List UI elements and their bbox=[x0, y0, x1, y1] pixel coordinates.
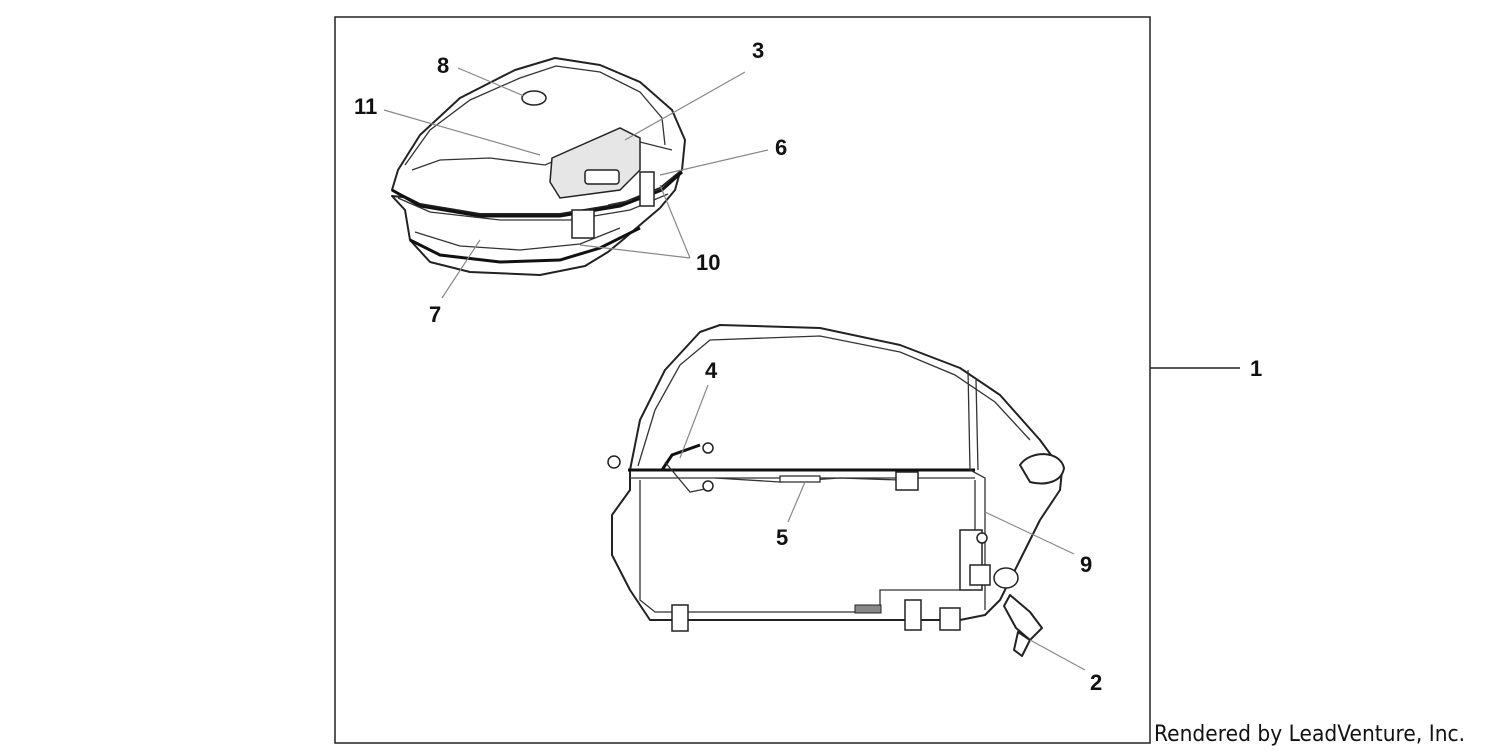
callout-8: 8 bbox=[437, 53, 449, 78]
top-case-exterior bbox=[391, 57, 686, 276]
callout-2: 2 bbox=[1090, 670, 1102, 695]
top-case-cutaway bbox=[607, 324, 1065, 657]
callout-labels: 1 2 3 4 5 6 7 8 9 10 11 bbox=[354, 38, 1262, 695]
callout-3: 3 bbox=[752, 38, 764, 63]
callout-6: 6 bbox=[775, 135, 787, 160]
callout-1: 1 bbox=[1250, 356, 1262, 381]
callout-9: 9 bbox=[1080, 552, 1092, 577]
diagram-frame bbox=[334, 16, 1151, 744]
callout-4: 4 bbox=[705, 358, 718, 383]
callout-7: 7 bbox=[429, 302, 441, 327]
leader-lines bbox=[383, 67, 1086, 671]
callout-10: 10 bbox=[696, 250, 720, 275]
callout-11: 11 bbox=[354, 94, 377, 119]
render-credit: Rendered by LeadVenture, Inc. bbox=[1154, 722, 1466, 747]
callout-5: 5 bbox=[776, 525, 788, 550]
